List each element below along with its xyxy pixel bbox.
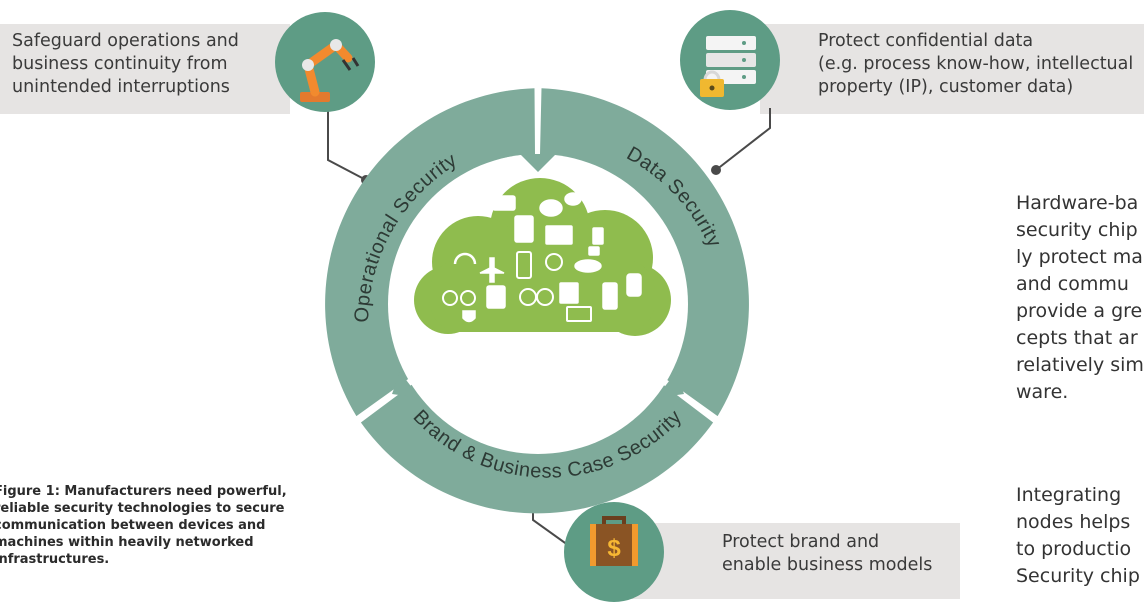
callout-line: enable business models: [722, 555, 933, 575]
body-line: relatively sim: [1016, 354, 1144, 376]
money-briefcase-icon: $: [564, 502, 664, 602]
figure-caption: Figure 1: Manufacturers need powerful, r…: [0, 483, 324, 568]
iot-cloud-icon: [414, 178, 671, 336]
callout-line: unintended interruptions: [12, 77, 230, 97]
caption-line: communication between devices and: [0, 518, 266, 533]
callout-line: Protect confidential data: [818, 31, 1034, 51]
watch-icon: [626, 273, 642, 297]
lightbulb-icon: [545, 253, 563, 271]
robot-arm-icon: [275, 12, 375, 112]
body-paragraph-1: Hardware-ba security chip ly protect ma …: [1016, 190, 1144, 406]
callout-data: Protect confidential data (e.g. process …: [760, 24, 1144, 114]
callout-line: Safeguard operations and: [12, 31, 239, 51]
body-line: ware.: [1016, 381, 1069, 403]
connector-operational: [327, 108, 367, 181]
caption-line: reliable security technologies to secure: [0, 501, 285, 516]
body-line: cepts that ar: [1016, 327, 1138, 349]
caption-line: infrastructures.: [0, 552, 110, 567]
body-line: to productio: [1016, 538, 1132, 560]
caption-line: Figure 1: Manufacturers need powerful,: [0, 484, 287, 499]
laptop-icon: [566, 306, 592, 322]
tablet-icon: [514, 215, 534, 243]
server-lock-icon: [680, 10, 780, 110]
ring-notch: [656, 372, 684, 398]
body-line: and commu: [1016, 273, 1129, 295]
connector-data: [715, 108, 771, 171]
chat-bubble-icon: [564, 192, 582, 206]
chat-bubble-icon: [539, 199, 563, 217]
phone-icon: [516, 251, 532, 279]
callout-line: property (IP), customer data): [818, 77, 1074, 97]
ring-segment-operational: [325, 88, 535, 417]
ring-segment-brand: [360, 383, 714, 514]
body-line: Security chip: [1016, 565, 1140, 587]
bicycle-wheel-icon: [442, 290, 458, 306]
ring-segment-data: [540, 88, 749, 417]
bicycle-wheel-icon: [460, 290, 476, 306]
phone-small-icon: [592, 227, 604, 245]
body-line: Hardware-ba: [1016, 192, 1139, 214]
headset-icon: [453, 252, 477, 265]
body-line: ly protect ma: [1016, 246, 1143, 268]
body-line: Integrating: [1016, 484, 1122, 506]
ring-notch: [392, 372, 420, 398]
body-line: security chip: [1016, 219, 1138, 241]
drone-icon: [536, 288, 554, 306]
callout-operational: Safeguard operations and business contin…: [0, 24, 290, 114]
body-line: nodes helps: [1016, 511, 1131, 533]
truck-icon: [492, 195, 516, 211]
fridge-icon: [602, 282, 618, 310]
callout-line: business continuity from: [12, 54, 228, 74]
connector-dot: [711, 165, 721, 175]
callout-line: Protect brand and: [722, 532, 880, 552]
callout-line: (e.g. process know-how, intellectual: [818, 54, 1134, 74]
monitor-icon: [545, 225, 573, 245]
lock-icon: [588, 246, 600, 256]
car-icon: [574, 259, 602, 273]
server-icon: [559, 282, 579, 304]
svg-text:$: $: [607, 535, 621, 562]
shield-icon: [462, 310, 476, 323]
washing-machine-icon: [486, 285, 506, 309]
caption-line: machines within heavily networked: [0, 535, 254, 550]
ring-notch: [520, 154, 556, 172]
body-paragraph-2: Integrating nodes helps to productio Sec…: [1016, 482, 1140, 590]
body-line: provide a gre: [1016, 300, 1143, 322]
airplane-icon: [479, 257, 505, 283]
